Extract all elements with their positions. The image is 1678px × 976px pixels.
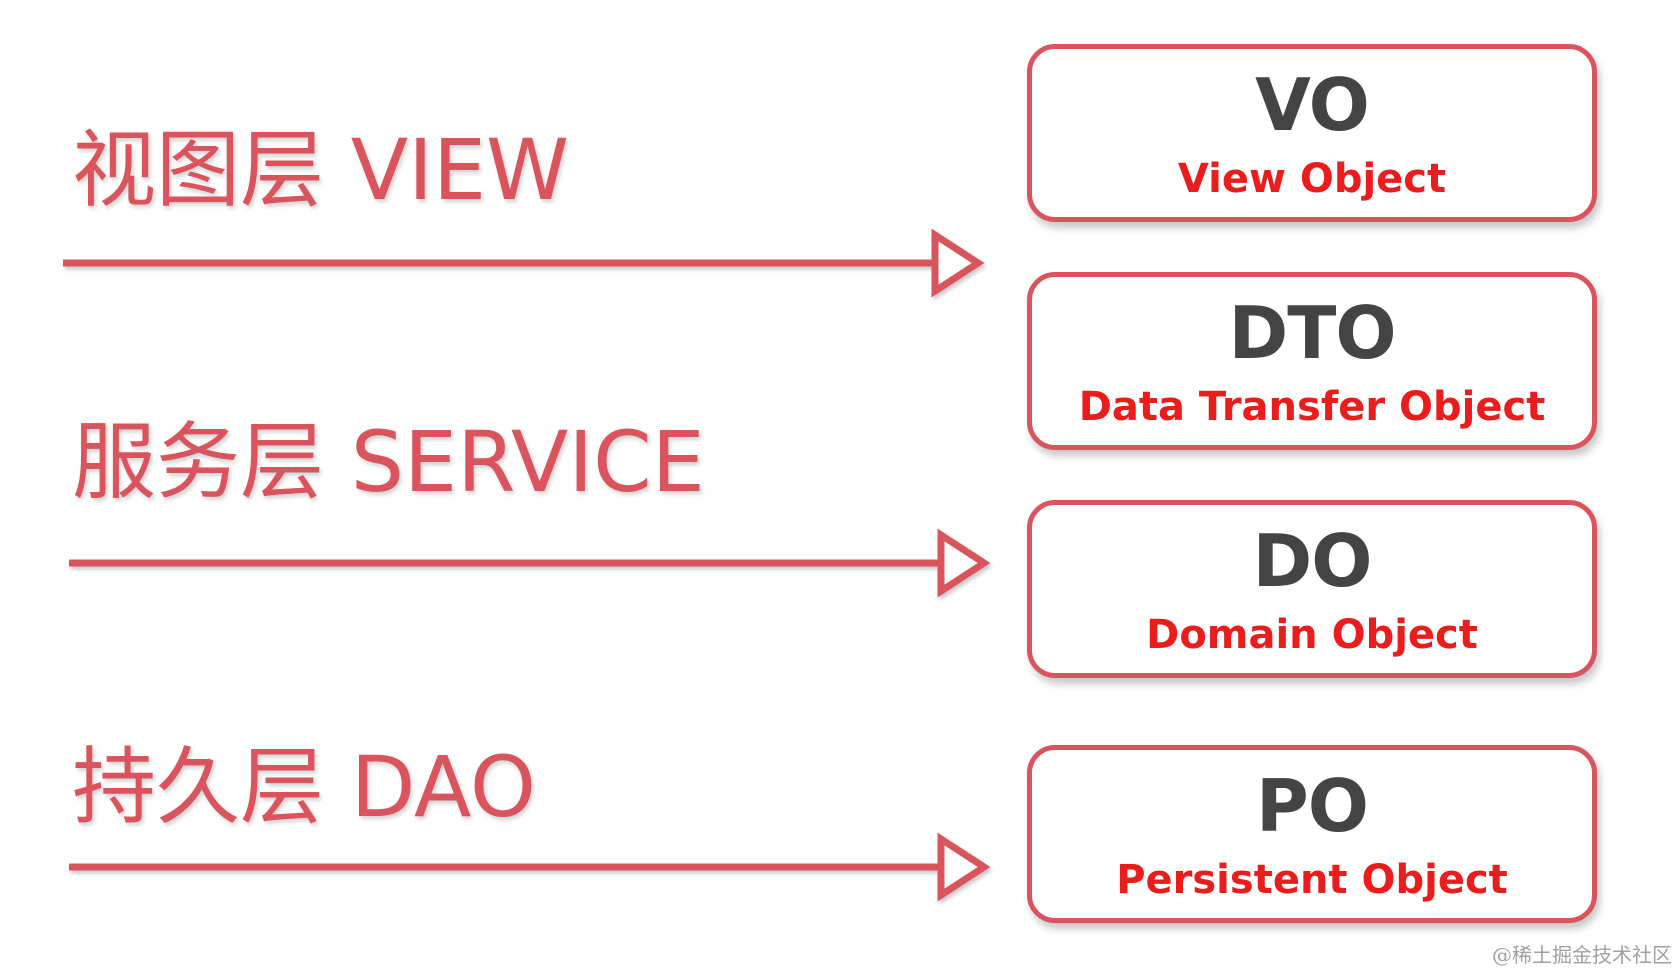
object-abbr: VO <box>1255 63 1370 147</box>
object-abbr: DO <box>1252 519 1373 603</box>
arrow-view <box>63 228 985 298</box>
object-full-name: Data Transfer Object <box>1078 384 1546 430</box>
layer-label-dao: 持久层 DAO <box>72 738 537 836</box>
object-abbr: DTO <box>1228 291 1396 375</box>
watermark: @稀土掘金技术社区 <box>1492 943 1672 967</box>
object-box-vo: VO View Object <box>1027 44 1597 222</box>
object-box-dto: DTO Data Transfer Object <box>1027 272 1597 450</box>
layer-label-view: 视图层 VIEW <box>72 121 570 219</box>
object-abbr: PO <box>1256 764 1369 848</box>
object-box-do: DO Domain Object <box>1027 500 1597 678</box>
layer-label-service: 服务层 SERVICE <box>72 413 705 511</box>
object-full-name: Persistent Object <box>1116 857 1508 903</box>
arrow-service <box>69 528 991 598</box>
object-box-po: PO Persistent Object <box>1027 745 1597 923</box>
object-full-name: View Object <box>1177 156 1447 202</box>
object-full-name: Domain Object <box>1146 612 1478 658</box>
arrow-dao <box>69 832 991 902</box>
